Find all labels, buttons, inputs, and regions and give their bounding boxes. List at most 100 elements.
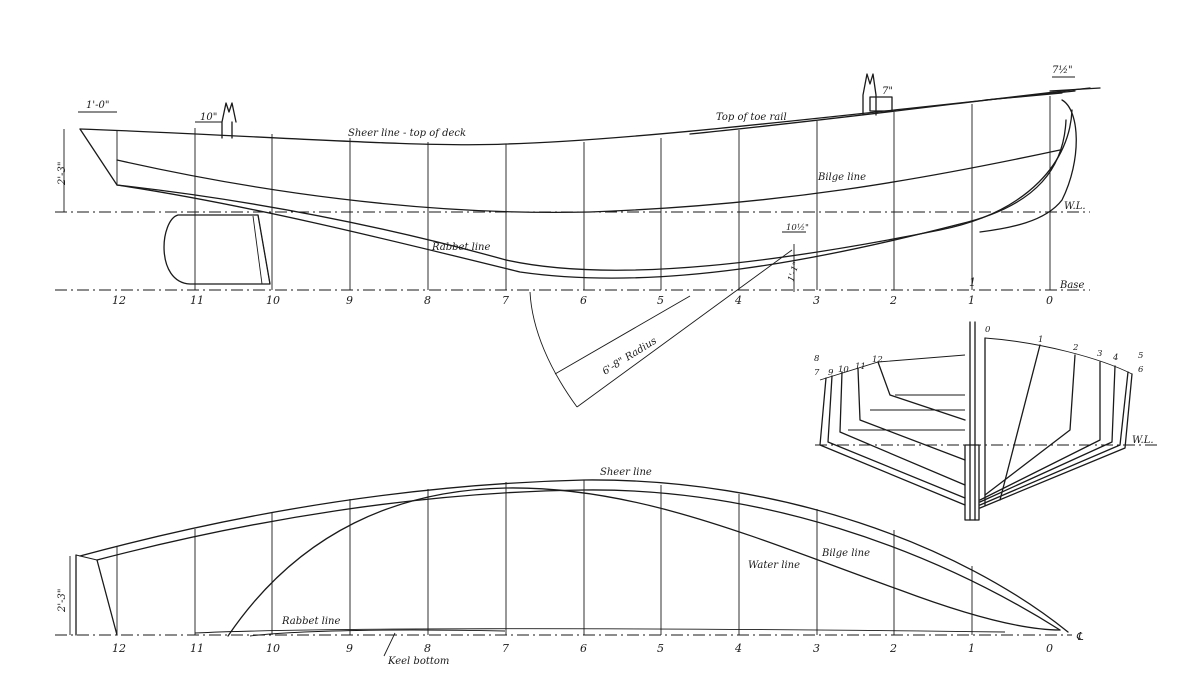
plan-label-sheer: Sheer line <box>600 467 652 478</box>
plan-label-bilge: Bilge line <box>821 548 870 559</box>
dim-stem-top: 7" <box>882 86 893 97</box>
label-waterline: W.L. <box>1064 201 1086 212</box>
profile-rabbet-line <box>116 119 1067 279</box>
body-section-12 <box>877 361 966 421</box>
plan-num-2: 2 <box>889 642 897 655</box>
plan-keel-bottom <box>249 629 506 637</box>
body-section-5 <box>979 371 1129 506</box>
plan-label-keel: Keel bottom <box>387 656 449 667</box>
body-plan-sheer-fwd <box>984 337 1133 375</box>
plan-num-8: 8 <box>424 642 431 655</box>
plan-num-0: 0 <box>1046 642 1053 655</box>
profile-toe-rail <box>689 87 1091 135</box>
label-base: Base <box>1059 280 1084 291</box>
profile-bowsprit <box>1049 87 1101 92</box>
profile-num-10: 10 <box>266 294 280 307</box>
body-section-8 <box>819 377 966 506</box>
plan-num-6: 6 <box>580 642 587 655</box>
plan-label-water: Water line <box>748 560 800 571</box>
body-num-0: 0 <box>985 325 991 335</box>
label-bilge-line: Bilge line <box>817 172 866 183</box>
plan-bilge-line <box>96 489 1061 631</box>
body-section-3 <box>979 361 1101 501</box>
plan-half-beam-label: 2'-3" <box>57 589 68 613</box>
profile-num-1: 1 <box>968 294 975 307</box>
plan-num-11: 11 <box>190 642 204 655</box>
profile-aft-mast-stub <box>221 102 237 139</box>
plan-num-9: 9 <box>346 642 353 655</box>
profile-num-3: 3 <box>813 294 820 307</box>
label-base-marker: 1 <box>969 276 976 289</box>
plan-num-7: 7 <box>502 642 509 655</box>
body-section-4 <box>979 365 1116 503</box>
profile-rail-cap <box>984 92 1063 101</box>
body-num-10: 10 <box>838 365 849 375</box>
body-plan-view: 0 1 2 3 4 5 6 8 7 9 10 11 12 W.L. <box>814 321 1160 521</box>
profile-stem <box>979 99 1077 233</box>
profile-rudder <box>163 214 271 285</box>
body-section-10 <box>839 371 966 486</box>
plan-view: 2'-3" Sheer line Bilge line Water line R… <box>55 467 1084 667</box>
plan-num-1: 1 <box>968 642 975 655</box>
profile-num-2: 2 <box>889 294 897 307</box>
profile-num-9: 9 <box>346 294 353 307</box>
profile-mast-partner <box>869 96 893 112</box>
plan-rabbet-line <box>194 628 1006 634</box>
plan-num-3: 3 <box>813 642 820 655</box>
profile-view: 1'-0" 2'-3" 10" 7" 7½" 10½" 1'-1" Sheer … <box>55 65 1101 408</box>
plan-num-10: 10 <box>266 642 280 655</box>
plan-num-4: 4 <box>734 642 742 655</box>
plan-label-centerline: ℄ <box>1076 630 1084 643</box>
label-sheer-line: Sheer line - top of deck <box>348 128 466 139</box>
dim-stem-rail: 7½" <box>1052 65 1073 76</box>
body-num-1: 1 <box>1038 335 1043 345</box>
body-section-9 <box>827 375 966 499</box>
profile-rudder-post <box>257 214 271 285</box>
label-toe-rail: Top of toe rail <box>716 112 787 123</box>
dim-stern-post: 10" <box>200 112 217 123</box>
body-plan-keel <box>964 444 980 521</box>
profile-num-6: 6 <box>580 294 587 307</box>
plan-transom <box>75 554 118 636</box>
profile-radius-dim <box>554 295 691 375</box>
body-num-8: 8 <box>814 354 820 364</box>
body-num-12: 12 <box>872 355 883 365</box>
profile-num-11: 11 <box>190 294 204 307</box>
label-radius: 6'-8" Radius <box>601 336 659 378</box>
profile-transom <box>79 128 118 186</box>
body-num-11: 11 <box>855 362 866 372</box>
label-rabbet-line: Rabbet line <box>431 242 490 253</box>
body-plan-wl-label: W.L. <box>1132 435 1154 446</box>
body-num-7: 7 <box>814 368 820 378</box>
plan-keel-leader <box>383 632 396 657</box>
profile-num-12: 12 <box>112 294 126 307</box>
body-num-2: 2 <box>1072 343 1078 353</box>
body-plan-sheer-aft <box>819 354 966 381</box>
dim-bow-overhang: 1'-0" <box>86 100 109 111</box>
profile-num-4: 4 <box>734 294 742 307</box>
profile-num-8: 8 <box>424 294 431 307</box>
dim-keel-tick: 1'-1" <box>786 261 802 283</box>
body-num-9: 9 <box>828 368 834 378</box>
dim-freeboard: 2'-3" <box>57 162 68 186</box>
profile-station-numbers: 12 11 10 9 8 7 6 5 4 3 2 1 0 <box>112 294 1053 307</box>
body-num-5: 5 <box>1138 351 1143 361</box>
body-section-11 <box>857 368 966 461</box>
profile-rudder-post-inner <box>252 215 263 285</box>
body-section-6 <box>979 373 1133 509</box>
profile-bilge-line <box>116 149 1061 214</box>
profile-radius-line <box>576 249 793 408</box>
profile-radius-arc <box>529 291 578 408</box>
dim-keel-drop: 10½" <box>786 222 809 233</box>
body-section-2 <box>984 354 1076 496</box>
plan-transom-top <box>75 554 98 561</box>
plan-station-numbers: 12 11 10 9 8 7 6 5 4 3 2 1 0 <box>112 642 1053 655</box>
profile-num-5: 5 <box>657 294 664 307</box>
profile-num-7: 7 <box>502 294 509 307</box>
plan-water-line <box>227 487 1061 637</box>
plan-num-5: 5 <box>657 642 664 655</box>
plan-station-lines <box>116 480 973 635</box>
plan-num-12: 12 <box>112 642 126 655</box>
profile-fwd-mast-stub <box>862 73 877 116</box>
